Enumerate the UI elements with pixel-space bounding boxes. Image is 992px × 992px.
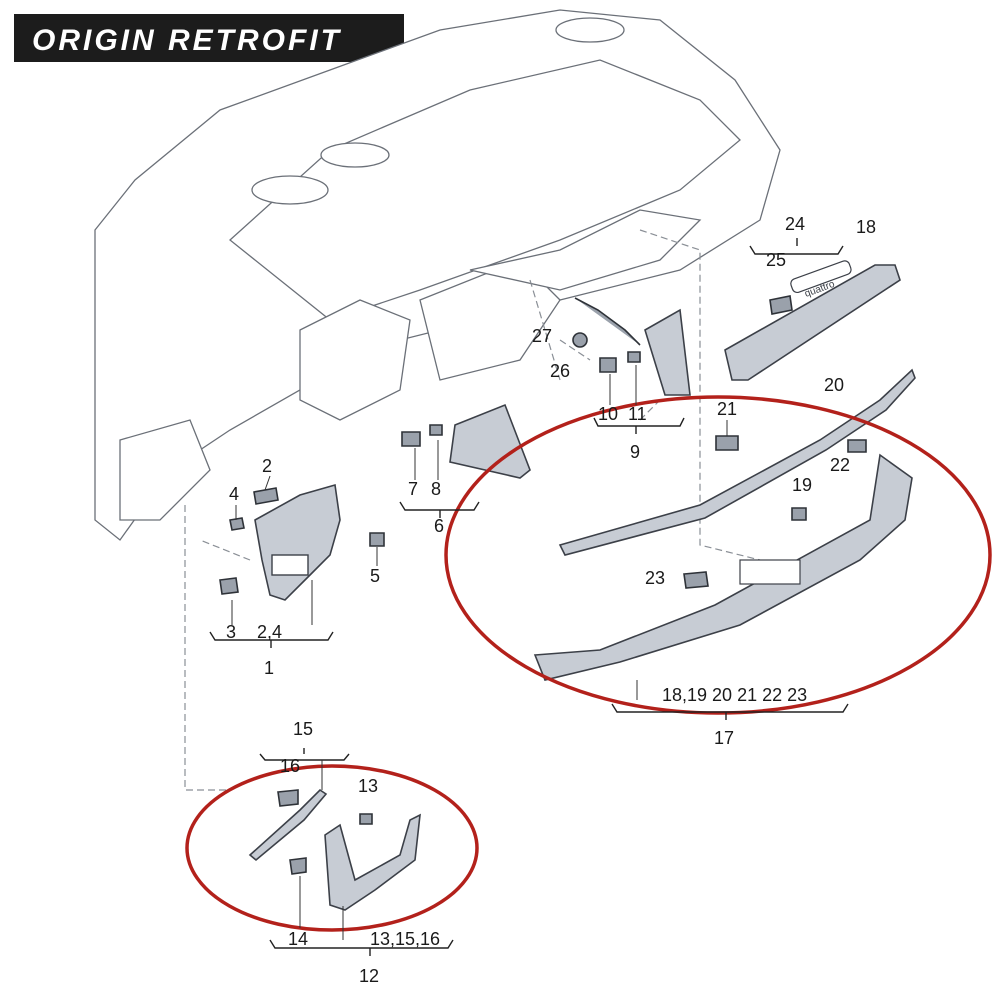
label-22: 22 xyxy=(830,455,850,475)
part-20-trim-strip xyxy=(558,368,916,556)
part-18-quattro-trim: quattro xyxy=(724,260,901,381)
label-12: 12 xyxy=(359,966,379,986)
part-17-lower-trim xyxy=(533,453,913,681)
dashboard-body xyxy=(94,9,781,541)
brand-text: ORIGIN RETROFIT xyxy=(32,24,342,57)
label-2: 2 xyxy=(262,456,272,476)
label-4: 4 xyxy=(229,484,239,504)
label-15: 15 xyxy=(293,719,313,739)
label-6: 6 xyxy=(434,516,444,536)
label-24: 24 xyxy=(785,214,805,234)
label-11: 11 xyxy=(628,404,647,424)
label-13-15-16: 13,15,16 xyxy=(370,929,440,949)
highlight-ring-17 xyxy=(444,395,992,715)
label-1: 1 xyxy=(264,658,274,678)
label-18: 18 xyxy=(856,217,876,237)
label-21: 21 xyxy=(717,399,737,419)
label-18-23: 18,19 20 21 22 23 xyxy=(662,685,807,705)
label-25: 25 xyxy=(766,250,786,270)
label-8: 8 xyxy=(431,479,441,499)
label-27: 27 xyxy=(532,326,552,346)
part-1-bracket xyxy=(219,483,385,601)
label-23: 23 xyxy=(645,568,665,588)
part-12-knee-trim xyxy=(248,788,421,911)
callout-leaders xyxy=(231,365,728,940)
label-9: 9 xyxy=(630,442,640,462)
label-10: 10 xyxy=(598,404,618,424)
label-7: 7 xyxy=(408,479,418,499)
label-5: 5 xyxy=(370,566,380,586)
label-3: 3 xyxy=(226,622,236,642)
label-13: 13 xyxy=(358,776,378,796)
callout-labels: 2 4 5 3 2,4 1 7 8 6 27 26 10 11 9 24 18 … xyxy=(226,214,876,986)
label-19: 19 xyxy=(792,475,812,495)
label-2-4: 2,4 xyxy=(257,622,282,642)
group-brackets xyxy=(209,238,849,956)
label-16: 16 xyxy=(280,756,300,776)
label-17: 17 xyxy=(714,728,734,748)
brand-banner: ORIGIN RETROFIT xyxy=(14,14,404,62)
label-14: 14 xyxy=(288,929,308,949)
part-9-end-cap xyxy=(572,297,691,396)
label-26: 26 xyxy=(550,361,570,381)
part-6-cover xyxy=(401,403,531,479)
label-20: 20 xyxy=(824,375,844,395)
highlight-ring-12 xyxy=(185,764,479,932)
